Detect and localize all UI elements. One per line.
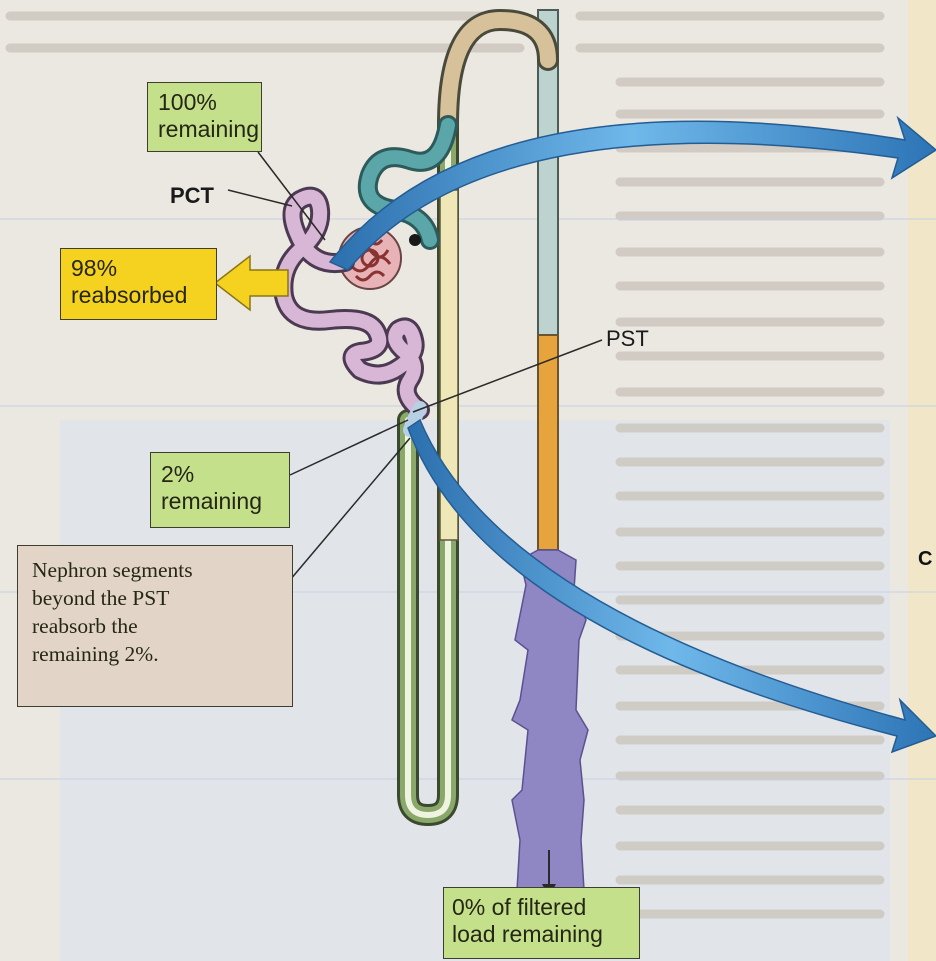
macula-densa (409, 234, 421, 246)
label-pct: PCT (170, 183, 214, 209)
label-pst: PST (606, 326, 649, 352)
right-edge-letter: C (918, 548, 932, 571)
callout-98-percent-reabsorbed: 98% reabsorbed (60, 248, 217, 320)
callout-100-percent-remaining: 100% remaining (147, 82, 262, 152)
callout-2-percent-remaining: 2% remaining (150, 452, 290, 528)
callout-nephron-segments-note: Nephron segments beyond the PST reabsorb… (17, 545, 293, 707)
callout-0-percent-remaining: 0% of filtered load remaining (443, 887, 640, 959)
collecting-duct-orange (538, 335, 558, 550)
